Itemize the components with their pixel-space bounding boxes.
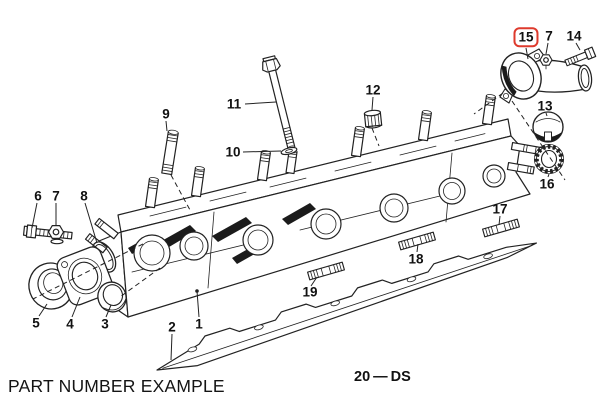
- part-label-3[interactable]: 3: [101, 316, 109, 332]
- part-14-bolt-drawing: [564, 46, 597, 67]
- part-3-ring-drawing: [97, 281, 127, 313]
- series-code-label: 20 — DS: [354, 369, 411, 385]
- part-label-8[interactable]: 8: [80, 188, 88, 204]
- part-label-12[interactable]: 12: [365, 82, 381, 98]
- assembly-axis-lines: [32, 92, 566, 300]
- leader-line-14: [575, 42, 581, 51]
- leader-line-3: [105, 304, 112, 318]
- series-number: 20: [354, 369, 371, 385]
- part-7-nut-right-drawing: [539, 54, 553, 70]
- series-separator: —: [373, 369, 388, 385]
- part-2-head-gasket-drawing: [156, 242, 537, 371]
- part-1-cylinder-head-drawing: [84, 94, 543, 318]
- leader-line-9: [165, 120, 168, 132]
- part-label-7[interactable]: 7: [52, 188, 60, 204]
- part-10-washer-drawing: [280, 146, 298, 156]
- leader-line-13: [545, 112, 548, 117]
- part-label-17[interactable]: 17: [492, 201, 508, 217]
- part-9-stud-drawing: [161, 129, 179, 176]
- part-label-7[interactable]: 7: [545, 28, 553, 44]
- leader-line-6: [31, 202, 38, 229]
- part-15-water-outlet-drawing: [499, 48, 593, 104]
- assembly-axis-1: [371, 127, 380, 147]
- leader-dot-1: [195, 289, 199, 293]
- part-label-2[interactable]: 2: [168, 319, 176, 335]
- leader-line-11: [244, 101, 277, 105]
- part-label-19[interactable]: 19: [302, 284, 318, 300]
- assembly-axis-2: [473, 92, 504, 115]
- part-18-stud-drawing: [398, 231, 436, 251]
- leader-line-12: [371, 96, 374, 111]
- leader-line-15: [525, 47, 529, 60]
- part-label-10[interactable]: 10: [225, 144, 241, 160]
- leader-lines: [31, 42, 581, 361]
- part-13-core-plug-drawing: [532, 111, 564, 143]
- part-label-11[interactable]: 11: [226, 96, 242, 112]
- part-label-9[interactable]: 9: [162, 106, 170, 122]
- part-label-6[interactable]: 6: [34, 188, 42, 204]
- series-code: DS: [390, 369, 411, 385]
- leader-line-19: [310, 276, 318, 287]
- part-12-cap-nut-drawing: [363, 109, 383, 129]
- leader-line-7: [545, 42, 549, 55]
- leader-line-4: [71, 296, 81, 318]
- part-label-5[interactable]: 5: [32, 315, 40, 331]
- part-label-13[interactable]: 13: [537, 98, 553, 114]
- part-label-14[interactable]: 14: [566, 28, 582, 44]
- assembly-axis-0: [170, 174, 191, 211]
- assembly-axis-4: [32, 243, 144, 300]
- part-label-15-highlighted[interactable]: 15: [513, 27, 539, 47]
- leader-line-17: [498, 215, 501, 226]
- part-19-stud-drawing: [307, 261, 345, 281]
- part-label-16[interactable]: 16: [539, 176, 555, 192]
- part-7-nut-drawing: [47, 225, 65, 245]
- caption-part-number-example: PART NUMBER EXAMPLE: [8, 376, 225, 396]
- part-label-4[interactable]: 4: [66, 316, 74, 332]
- leader-line-16: [547, 173, 550, 178]
- leader-line-1: [196, 290, 200, 318]
- part-label-1[interactable]: 1: [195, 316, 203, 332]
- leader-line-5: [38, 303, 48, 317]
- assembly-axis-3: [511, 100, 566, 181]
- leader-line-10: [242, 150, 282, 153]
- part-17-stud-drawing: [482, 218, 520, 238]
- leader-line-18: [416, 243, 419, 253]
- part-label-18[interactable]: 18: [408, 251, 424, 267]
- leader-line-8: [84, 202, 98, 244]
- leader-line-2: [170, 333, 173, 361]
